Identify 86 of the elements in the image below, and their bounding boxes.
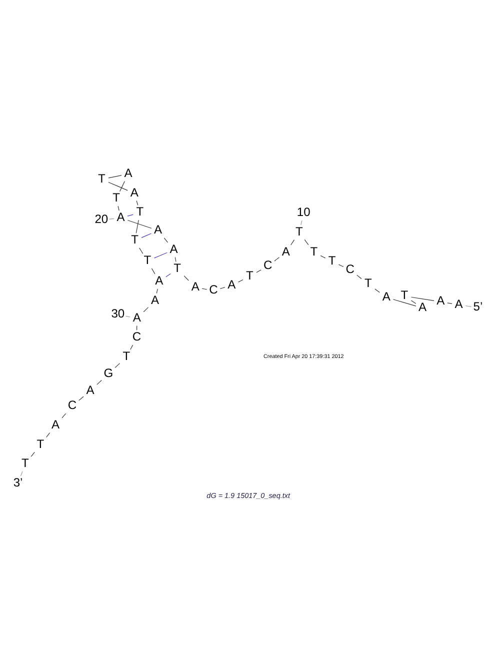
- connector: [320, 255, 326, 258]
- connector: [114, 363, 120, 368]
- node-text: T: [36, 436, 44, 451]
- node-text: T: [328, 254, 336, 268]
- connector: [356, 274, 362, 280]
- connector: [410, 300, 416, 304]
- node-text: C: [67, 398, 76, 412]
- node-text: C: [345, 262, 354, 276]
- node-text: T: [173, 261, 180, 276]
- connector: [20, 471, 22, 476]
- node-text: G: [103, 366, 113, 380]
- connector: [153, 252, 167, 258]
- connector: [338, 264, 344, 268]
- node-text: A: [124, 166, 132, 180]
- node-text: T: [364, 276, 372, 290]
- connector: [140, 233, 152, 238]
- node-text: A: [382, 289, 390, 304]
- node-text: A: [418, 300, 426, 314]
- connector: [274, 257, 279, 262]
- node-text: 20: [94, 212, 108, 226]
- node-text: A: [86, 382, 94, 397]
- node-text: C: [262, 258, 272, 272]
- connector: [108, 218, 114, 220]
- connector: [126, 214, 133, 216]
- node-text: T: [112, 190, 120, 205]
- connector: [374, 288, 380, 293]
- connector: [124, 316, 130, 318]
- connector: [150, 268, 155, 274]
- node-text: T: [130, 232, 138, 247]
- connector: [290, 240, 294, 246]
- node-text: A: [154, 222, 162, 237]
- connector: [304, 239, 308, 246]
- connector: [201, 288, 207, 290]
- node-text: A: [227, 277, 236, 292]
- connector: [119, 180, 124, 192]
- connector: [108, 175, 122, 178]
- node-text: A: [190, 279, 199, 294]
- connector: [163, 238, 168, 243]
- node-text: A: [169, 242, 178, 256]
- connector: [219, 287, 225, 289]
- connector: [135, 220, 138, 234]
- connector: [300, 220, 302, 226]
- node-text: T: [295, 224, 302, 238]
- node-text: T: [310, 244, 318, 258]
- node-text: A: [116, 210, 124, 224]
- node-text: A: [154, 273, 163, 288]
- connector: [117, 206, 119, 211]
- node-text: 3’: [12, 475, 22, 490]
- node-text: T: [400, 288, 408, 302]
- connector: [136, 200, 138, 206]
- node-text: A: [132, 310, 140, 324]
- connector: [392, 299, 416, 306]
- connector: [464, 306, 472, 307]
- node-text: T: [136, 204, 144, 219]
- connector: [138, 248, 143, 254]
- node-text: A: [281, 244, 290, 258]
- node-text: T: [122, 348, 130, 363]
- node-text: A: [51, 417, 60, 432]
- node-text: T: [143, 252, 151, 267]
- connector: [183, 276, 188, 281]
- connector: [165, 273, 170, 278]
- connector: [96, 380, 102, 385]
- node-text: T: [20, 456, 28, 470]
- node-text: 10: [296, 205, 310, 220]
- node-text: A: [130, 185, 138, 200]
- node-text: 30: [110, 306, 124, 321]
- node-text: C: [132, 330, 141, 344]
- connector: [78, 396, 84, 401]
- connector: [108, 182, 128, 191]
- connector: [61, 413, 66, 418]
- node-text: A: [436, 294, 444, 308]
- connector: [156, 288, 158, 294]
- node-text: T: [246, 268, 253, 282]
- connector: [256, 270, 261, 273]
- connector: [410, 296, 434, 301]
- connector: [446, 302, 452, 304]
- node-text: T: [97, 171, 105, 186]
- node-text: A: [150, 292, 159, 307]
- connector: [130, 344, 133, 350]
- connector: [238, 279, 243, 282]
- connector: [30, 452, 34, 457]
- node-text: 5’: [472, 300, 482, 314]
- node-text: A: [454, 296, 462, 311]
- connector: [46, 432, 50, 438]
- node-text: C: [208, 282, 218, 297]
- connector: [126, 220, 152, 229]
